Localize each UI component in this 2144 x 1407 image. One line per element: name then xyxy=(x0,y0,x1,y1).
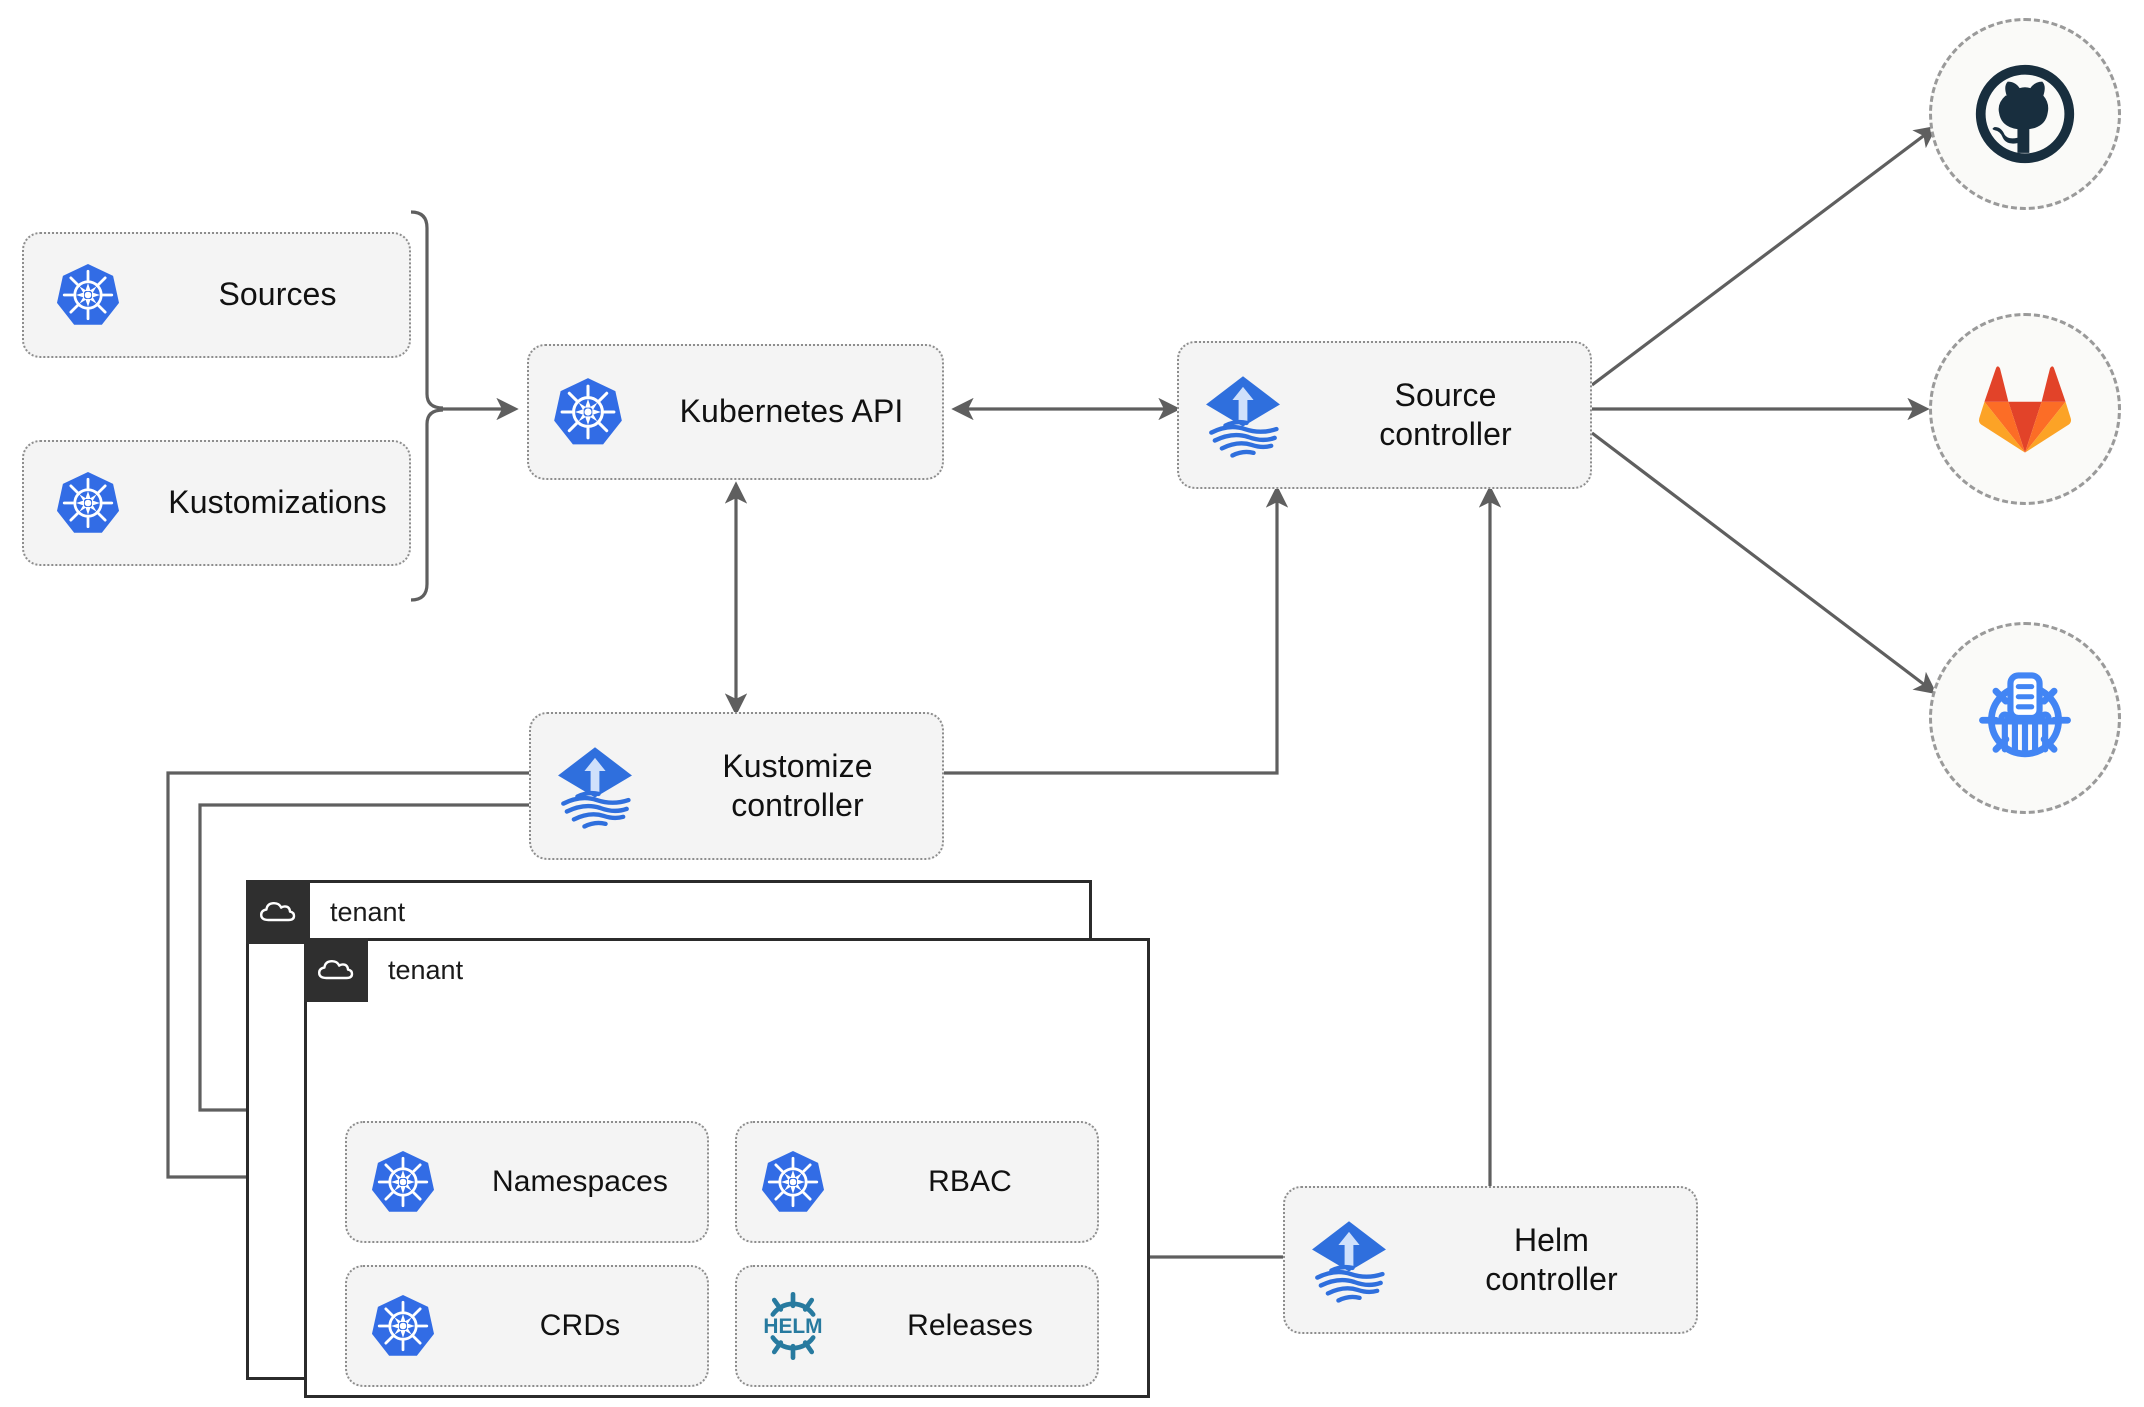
provider-github[interactable] xyxy=(1929,18,2121,210)
node-label: Source controller xyxy=(1379,376,1512,452)
node-label: Sources xyxy=(218,276,337,313)
resource-releases[interactable]: Releases xyxy=(735,1265,1099,1387)
node-kubernetes-api[interactable]: Kubernetes API xyxy=(527,344,944,480)
tenant-label: tenant xyxy=(330,896,406,927)
tenant-header-inner: tenant xyxy=(304,938,463,1002)
resource-label: CRDs xyxy=(539,1308,621,1342)
connector-bracket-sources-kustomizations xyxy=(410,210,444,410)
resource-label: Releases xyxy=(907,1308,1033,1342)
cloud-icon xyxy=(246,880,310,944)
node-source-controller[interactable]: Source controller xyxy=(1177,341,1592,489)
connector-sourcectrl-bucket xyxy=(1591,431,1937,695)
helm-repository-icon xyxy=(1969,662,2081,774)
resource-label: Namespaces xyxy=(491,1164,669,1198)
node-label: Helm controller xyxy=(1485,1221,1618,1297)
node-kustomize-controller[interactable]: Kustomize controller xyxy=(529,712,944,860)
provider-helm-repository[interactable] xyxy=(1929,622,2121,814)
kubernetes-icon xyxy=(24,262,152,328)
connector-kustomizectrl-sourcectrl xyxy=(944,485,1289,775)
tenant-label: tenant xyxy=(388,954,464,985)
github-icon xyxy=(1971,60,2079,168)
resource-label: RBAC xyxy=(928,1164,1012,1198)
tenant-header-outer: tenant xyxy=(246,880,405,944)
node-kustomizations[interactable]: Kustomizations xyxy=(22,440,411,566)
node-helm-controller[interactable]: Helm controller xyxy=(1283,1186,1698,1334)
resource-rbac[interactable]: RBAC xyxy=(735,1121,1099,1243)
kubernetes-icon xyxy=(347,1149,459,1215)
node-label: Kustomize controller xyxy=(722,747,873,823)
flux-icon xyxy=(531,742,659,830)
resource-namespaces[interactable]: Namespaces xyxy=(345,1121,709,1243)
resource-crds[interactable]: CRDs xyxy=(345,1265,709,1387)
cloud-icon xyxy=(304,938,368,1002)
provider-gitlab[interactable] xyxy=(1929,313,2121,505)
tenant-container-inner[interactable]: tenant Namespaces RBAC CRDs Release xyxy=(304,938,1150,1398)
flux-icon xyxy=(1285,1216,1413,1304)
kubernetes-icon xyxy=(529,376,647,448)
node-label: Kustomizations xyxy=(168,484,387,521)
flux-icon xyxy=(1179,371,1307,459)
node-sources[interactable]: Sources xyxy=(22,232,411,358)
kubernetes-icon xyxy=(347,1293,459,1359)
gitlab-icon xyxy=(1973,357,2077,461)
helm-icon xyxy=(737,1290,849,1362)
connector-sourcectrl-github xyxy=(1591,125,1937,387)
kubernetes-icon xyxy=(737,1149,849,1215)
node-label: Kubernetes API xyxy=(679,393,904,430)
kubernetes-icon xyxy=(24,470,152,536)
